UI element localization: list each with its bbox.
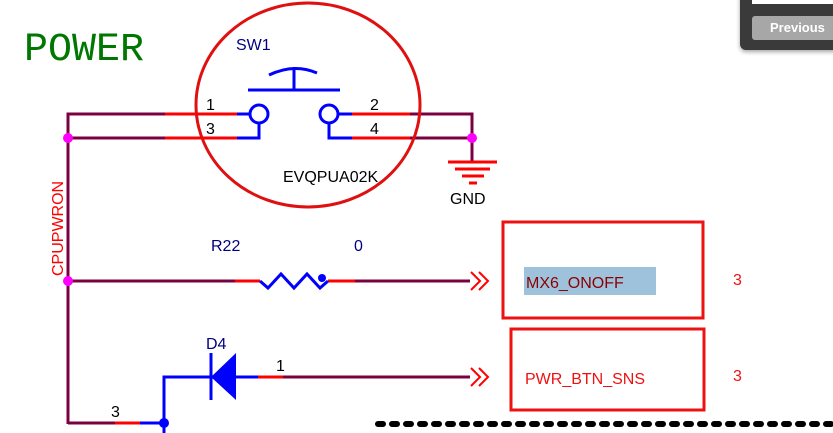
offsheet-connector-icon	[470, 271, 490, 387]
junctions	[63, 133, 477, 286]
highlight-circle	[194, 1, 422, 209]
diode-pin-1: 1	[276, 358, 285, 375]
ground-label: GND	[450, 191, 486, 208]
switch-designator: SW1	[236, 37, 271, 54]
ground-icon	[448, 160, 497, 185]
net-label-cpupwron[interactable]: CPUPWRON	[50, 181, 67, 276]
port-sheet-ref: 3	[733, 368, 742, 385]
switch-sw1[interactable]: SW1 1 3 2 4 EVQPUA02K	[194, 1, 422, 209]
navigation-field[interactable]	[752, 0, 833, 4]
port-mx6-onoff[interactable]: MX6_ONOFF 3	[501, 220, 742, 320]
resistor-value: 0	[354, 238, 363, 255]
resistor-r22[interactable]: R22 0	[211, 238, 363, 291]
wire-top-loop	[66, 112, 165, 138]
junction-dot	[63, 276, 73, 286]
diode-d4[interactable]: D4 1 3	[111, 336, 285, 433]
port-name: MX6_ONOFF	[526, 275, 624, 292]
switch-pin-2: 2	[370, 97, 379, 114]
ground-symbol[interactable]: GND	[448, 160, 497, 208]
text-selection-highlight	[524, 267, 656, 295]
junction-dot	[467, 133, 477, 143]
resistor-designator: R22	[211, 238, 240, 255]
previous-button[interactable]: Previous	[752, 16, 833, 40]
net-wires	[66, 112, 474, 425]
switch-part-number: EVQPUA02K	[283, 169, 378, 186]
junction-dot	[63, 133, 73, 143]
port-pwr-btn-sns[interactable]: PWR_BTN_SNS 3	[509, 327, 742, 412]
resistor-icon	[259, 271, 329, 291]
diode-pin-3: 3	[111, 404, 120, 421]
port-sheet-ref: 3	[733, 272, 742, 289]
navigation-panel: Previous	[740, 0, 833, 50]
switch-pin-4: 4	[370, 121, 379, 138]
wire-gnd-loop	[410, 112, 474, 162]
diode-icon	[140, 353, 258, 433]
switch-pin-3: 3	[206, 121, 215, 138]
diode-designator: D4	[206, 336, 227, 353]
port-name: PWR_BTN_SNS	[525, 371, 645, 388]
pin1-marker-icon	[318, 274, 326, 282]
switch-symbol-icon	[237, 67, 352, 140]
switch-pin-1: 1	[206, 97, 215, 114]
sheet-title: POWER	[24, 28, 144, 73]
